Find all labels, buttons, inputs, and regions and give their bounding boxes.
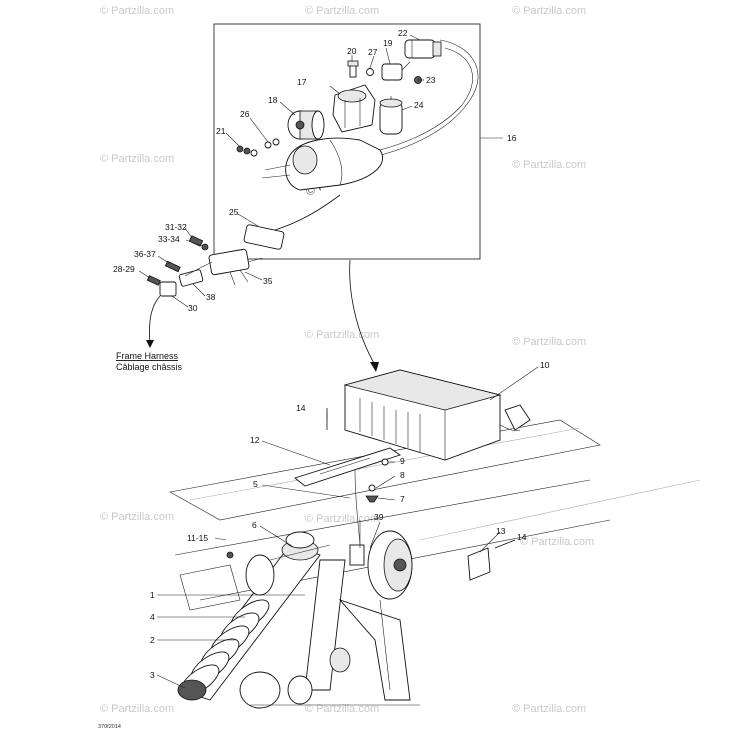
callout-12: 12 (250, 435, 260, 445)
part-20 (347, 60, 359, 78)
callout-14: 14 (296, 403, 306, 413)
watermark: © Partzilla.com (305, 329, 379, 341)
part-9 (381, 458, 389, 466)
callout-23: 23 (426, 75, 436, 85)
chassis-assembly (169, 369, 701, 709)
watermark: © Partzilla.com (520, 536, 594, 548)
callout-30: 30 (188, 303, 198, 313)
lower-leaders (156, 366, 539, 689)
upper-leaders (225, 34, 503, 227)
part-38 (178, 269, 204, 287)
watermark: © Partzilla.com (512, 5, 586, 17)
callout-13: 13 (496, 526, 506, 536)
callout-19: 19 (383, 38, 393, 48)
callout-2: 2 (150, 635, 155, 645)
watermark: © Partzilla.com (100, 153, 174, 165)
callout-27: 27 (368, 47, 378, 57)
motor-base (261, 137, 383, 191)
callout-4: 4 (150, 612, 155, 622)
callout-18: 18 (268, 95, 278, 105)
part-33-34 (201, 243, 209, 251)
part-12 (294, 447, 401, 487)
drawing-reference: 370f2014 (98, 724, 121, 730)
callout-24: 24 (414, 100, 424, 110)
callout-26: 26 (240, 109, 250, 119)
suspension-arms (239, 531, 420, 709)
watermark: © Partzilla.com (305, 703, 379, 715)
part-11-15 (226, 551, 234, 559)
watermark: © Partzilla.com (100, 703, 174, 715)
part-24 (379, 96, 403, 135)
callout-labels: 22 20 27 19 23 17 18 24 26 21 16 25 31-3… (113, 28, 550, 680)
callout-31-32: 31-32 (165, 222, 187, 232)
shock-absorber (177, 539, 321, 701)
control-module-assembly (213, 23, 481, 260)
part-17 (332, 84, 376, 133)
callout-35: 35 (263, 276, 273, 286)
part-7 (365, 495, 379, 503)
watermark: © Partzilla.com (305, 513, 379, 525)
watermark: © Partzilla.com (512, 336, 586, 348)
callout-11-15: 11-15 (187, 533, 208, 543)
callout-28-29: 28-29 (113, 264, 135, 274)
part-13 (467, 547, 491, 581)
part-2 (180, 599, 270, 696)
watermark: © Partzilla.com (305, 5, 379, 17)
callout-10: 10 (540, 360, 550, 370)
callout-17: 17 (297, 77, 307, 87)
part-10 (343, 369, 531, 461)
callout-5: 5 (253, 479, 258, 489)
part-14 (494, 539, 516, 549)
callout-25: 25 (229, 207, 239, 217)
flow-arrow (349, 259, 376, 366)
part-3 (177, 679, 207, 701)
watermark: © Partzilla.com (512, 159, 586, 171)
frame-harness-label: Frame Harness Câblage châssis (116, 351, 183, 372)
callout-7: 7 (400, 494, 405, 504)
callout-22: 22 (398, 28, 408, 38)
part-28-29 (146, 275, 161, 286)
callout-6: 6 (252, 520, 257, 530)
part-8 (368, 484, 376, 492)
part-30 (159, 281, 177, 297)
harness-label-fr: Câblage châssis (116, 362, 183, 372)
part-27 (366, 68, 374, 76)
part-25 (243, 194, 341, 250)
assembly-frame (213, 23, 481, 260)
arrow-head (370, 362, 379, 372)
callout-3: 3 (150, 670, 155, 680)
callout-33-34: 33-34 (158, 234, 180, 244)
watermark: © Partzilla.com (512, 703, 586, 715)
callout-8: 8 (400, 470, 405, 480)
part-31-32 (188, 235, 204, 247)
callout-36-37: 36-37 (134, 249, 156, 259)
callout-1: 1 (150, 590, 155, 600)
part-18 (287, 110, 325, 140)
callout-9: 9 (400, 456, 405, 466)
part-36-37 (164, 260, 181, 273)
harness-label-en: Frame Harness (116, 351, 179, 361)
callout-14: 14 (517, 532, 527, 542)
connector-parts (138, 227, 263, 348)
part-21 (236, 145, 258, 157)
part-19 (381, 61, 411, 81)
callout-16: 16 (507, 133, 517, 143)
watermark: © Partzilla.com (100, 511, 174, 523)
callout-21: 21 (216, 126, 226, 136)
watermark: © Partzilla.com (100, 5, 174, 17)
callout-38: 38 (206, 292, 216, 302)
callout-20: 20 (347, 46, 357, 56)
part-22 (404, 39, 442, 59)
part-35 (184, 248, 263, 286)
part-39 (349, 469, 413, 600)
callout-39: 39 (374, 512, 384, 522)
